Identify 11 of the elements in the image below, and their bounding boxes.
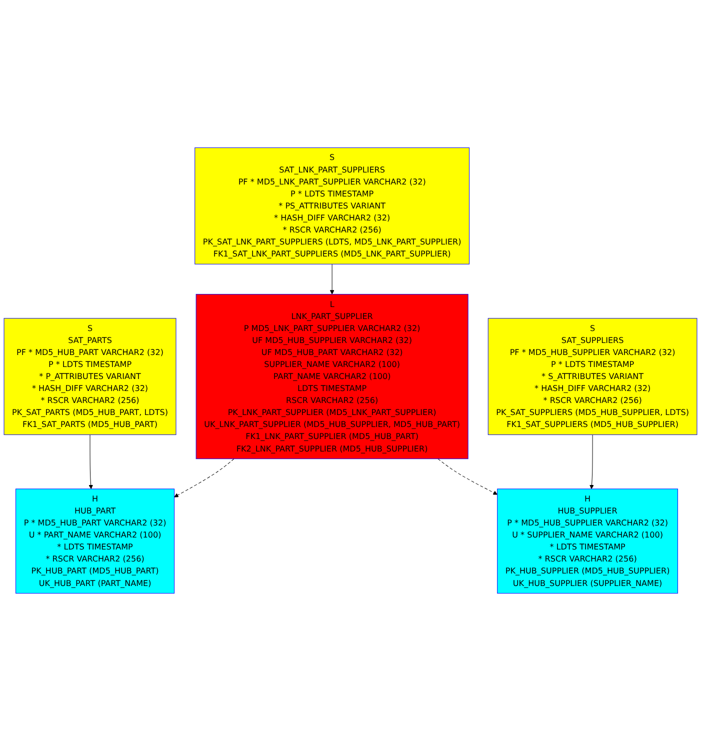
arrow — [438, 458, 498, 495]
node-box: H HUB_PART P * MD5_HUB_PART VARCHAR2 (32) U * PART_NAME VARCHAR2 (100) * LDTS TIMESTAMP * RSCR VARCHAR2 (256) PK_HUB_PART (MD5_HUB_PART) UK_HUB_PART (PART_NAME) — [16, 488, 174, 594]
arrow — [88, 434, 94, 490]
arrow — [174, 458, 234, 498]
node-box: H HUB_SUPPLIER P * MD5_HUB_SUPPLIER VARCHAR2 (32) U * SUPPLIER_NAME VARCHAR2 (100) * LDTS TIMESTAMP * RSCR VARCHAR2 (256) PK_HUB_SUPPLIER (MD5_HUB_SUPPLIER) UK_HUB_SUPPLIER (SUPPLIER_NAME) — [497, 488, 678, 594]
arrow — [590, 434, 594, 490]
node-box: S SAT_SUPPLIERS PF * MD5_HUB_SUPPLIER VARCHAR2 (32) P * LDTS TIMESTAMP * S_ATTRIBUTES VARIANT * HASH_DIFF VARCHAR2 (32) * RSCR VARCHAR2 (256) PK_SAT_SUPPLIERS (MD5_HUB_SUPPLIER, LDTS) FK1_SAT_SUPPLIERS (MD5_HUB_SUPPLIER) — [488, 318, 698, 435]
arrow — [330, 264, 334, 294]
node-box: L LNK_PART_SUPPLIER P MD5_LNK_PART_SUPPLIER VARCHAR2 (32) UF MD5_HUB_SUPPLIER VARCHAR2 (32) UF MD5_HUB_PART VARCHAR2 (32) SUPPLIER_NAME VARCHAR2 (100) PART_NAME VARCHAR2 (100) LDTS TIMESTAMP RSCR VARCHAR2 (256) PK_LNK_PART_SUPPLIER (MD5_LNK_PART_SUPPLIER) UK_LNK_PART_SUPPLIER (MD5_HUB_SUPPLIER, MD5_HUB_PART) FK1_LNK_PART_SUPPLIER (MD5_HUB_PART) FK2_LNK_PART_SUPPLIER (MD5_HUB_SUPPLIER) — [196, 294, 468, 460]
node-box: S SAT_PARTS PF * MD5_HUB_PART VARCHAR2 (32) P * LDTS TIMESTAMP * P_ATTRIBUTES VARIANT * HASH_DIFF VARCHAR2 (32) * RSCR VARCHAR2 (256) PK_SAT_PARTS (MD5_HUB_PART, LDTS) FK1_SAT_PARTS (MD5_HUB_PART) — [4, 318, 176, 435]
node-box: S SAT_LNK_PART_SUPPLIERS PF * MD5_LNK_PART_SUPPLIER VARCHAR2 (32) P * LDTS TIMESTAMP * PS_ATTRIBUTES VARIANT * HASH_DIFF VARCHAR2 (32) * RSCR VARCHAR2 (256) PK_SAT_LNK_PART_SUPPLIERS (LDTS, MD5_LNK_PART_SUPPLIER) FK1_SAT_LNK_PART_SUPPLIERS (MD5_LNK_PART_SUPPLIER) — [194, 147, 470, 264]
